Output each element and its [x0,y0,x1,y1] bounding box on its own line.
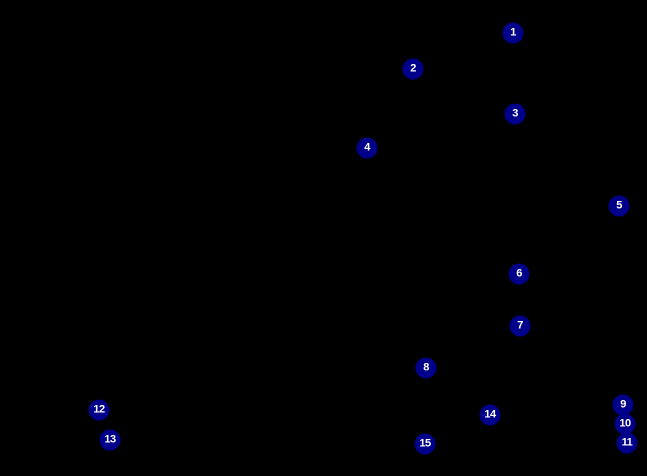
som-mark-label: 9 [620,398,626,411]
som-mark-15[interactable]: 15 [414,433,436,455]
som-mark-label: 6 [516,267,522,280]
som-mark-5[interactable]: 5 [608,195,630,217]
som-mark-label: 12 [93,403,105,416]
som-mark-9[interactable]: 9 [612,394,634,416]
som-mark-3[interactable]: 3 [504,103,526,125]
som-mark-14[interactable]: 14 [479,404,501,426]
som-mark-13[interactable]: 13 [99,429,121,451]
som-mark-label: 2 [410,62,416,75]
som-mark-6[interactable]: 6 [508,263,530,285]
som-mark-label: 5 [616,199,622,212]
som-mark-label: 8 [423,361,429,374]
som-mark-1[interactable]: 1 [502,22,524,44]
som-mark-12[interactable]: 12 [88,399,110,421]
som-mark-label: 15 [419,437,431,450]
som-mark-8[interactable]: 8 [415,357,437,379]
som-mark-label: 10 [619,417,631,430]
som-mark-label: 3 [512,107,518,120]
som-mark-label: 4 [364,141,370,154]
som-mark-7[interactable]: 7 [509,315,531,337]
som-mark-label: 13 [104,433,116,446]
som-mark-label: 11 [621,436,633,449]
som-mark-4[interactable]: 4 [356,137,378,159]
som-mark-label: 1 [510,26,516,39]
som-mark-11[interactable]: 11 [616,432,638,454]
som-mark-label: 14 [484,408,496,421]
som-mark-10[interactable]: 10 [614,413,636,435]
som-mark-2[interactable]: 2 [402,58,424,80]
som-mark-label: 7 [517,319,523,332]
